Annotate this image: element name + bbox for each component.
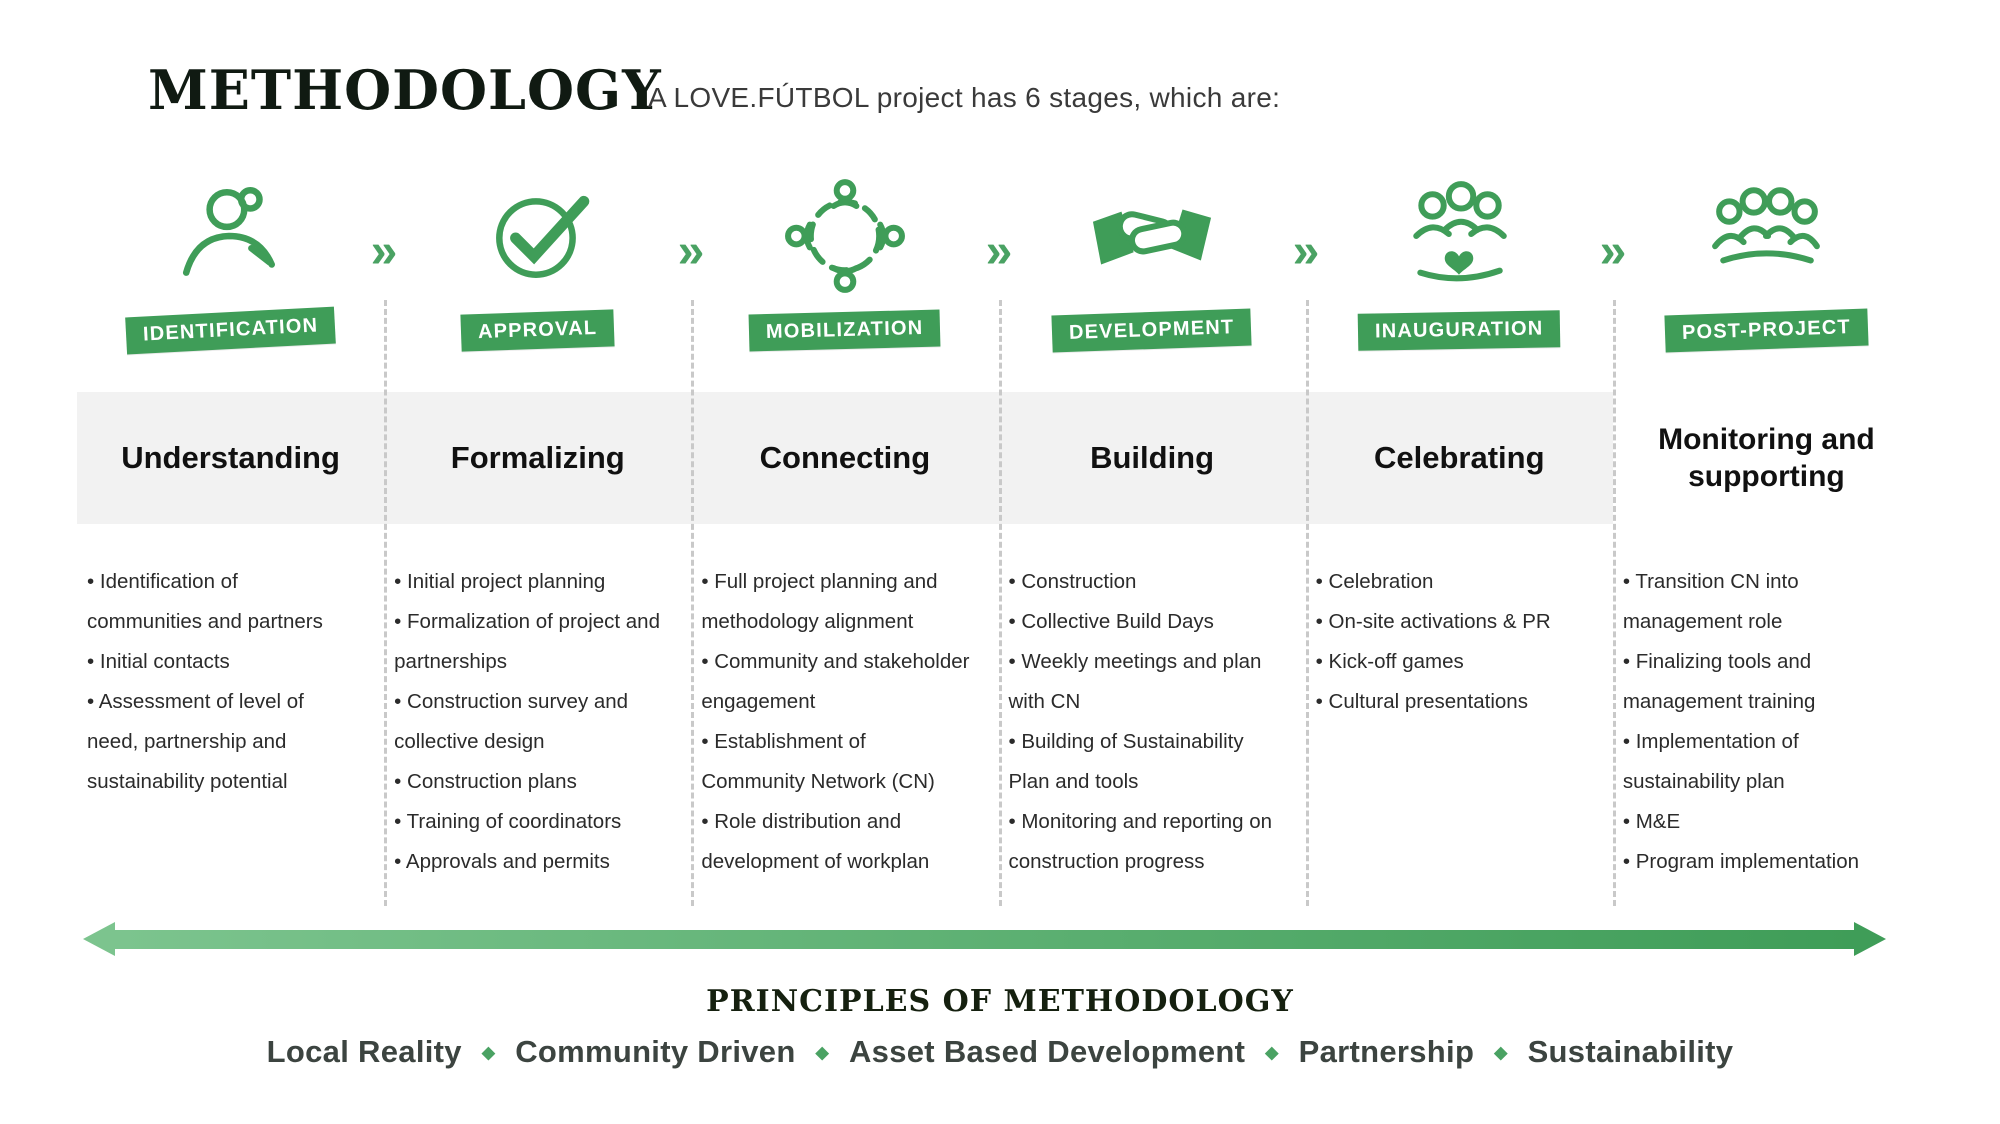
bullet-item: Building of Sustainability Plan and tool… [1008, 722, 1277, 802]
stage-bullets: Construction Collective Build Days Weekl… [998, 524, 1305, 882]
column-divider [999, 300, 1002, 906]
stage-badge-approval: APPROVAL [460, 309, 615, 352]
stage-development: DEVELOPMENT Building Construction Collec… [998, 150, 1306, 882]
stage-bullets: Celebration On-site activations & PR Kic… [1306, 524, 1613, 722]
phase-title-understanding: Understanding [77, 392, 385, 524]
stage-badge-identification: IDENTIFICATION [125, 306, 337, 355]
bullet-item: Program implementation [1623, 842, 1892, 882]
timeline-arrow [83, 922, 1886, 956]
next-stage-chevron-icon: » [1292, 225, 1320, 278]
principle-item: Local Reality [266, 1034, 462, 1069]
principle-item: Community Driven [515, 1034, 796, 1069]
bullet-item: Construction plans [394, 762, 663, 802]
next-stage-chevron-icon: » [985, 225, 1013, 278]
stage-bullets: Transition CN into management role Final… [1613, 524, 1920, 882]
phase-title-celebrating: Celebrating [1305, 392, 1613, 524]
bullet-item: Initial project planning [394, 562, 663, 602]
arrow-bar [115, 929, 1854, 949]
next-stage-chevron-icon: » [370, 225, 398, 278]
bullet-item: Full project planning and methodology al… [701, 562, 970, 642]
column-divider [691, 300, 694, 906]
stage-inauguration: INAUGURATION Celebrating Celebration On-… [1305, 150, 1613, 882]
principle-item: Sustainability [1527, 1034, 1734, 1069]
principle-item: Asset Based Development [848, 1034, 1246, 1069]
column-divider [1613, 300, 1616, 906]
stages-grid: IDENTIFICATION Understanding Identificat… [77, 150, 1920, 882]
handshake-icon [998, 150, 1305, 310]
stage-bullets: Identification of communities and partne… [77, 524, 384, 802]
person-presenting-icon [77, 150, 384, 310]
page-subtitle: A LOVE.FÚTBOL project has 6 stages, whic… [648, 82, 1281, 113]
phase-title-building: Building [998, 392, 1306, 524]
stage-mobilization: MOBILIZATION Connecting Full project pla… [691, 150, 999, 882]
celebration-people-icon [1306, 150, 1613, 310]
arrow-right-head-icon [1854, 922, 1886, 956]
bullet-item: Finalizing tools and management training [1623, 642, 1892, 722]
bullet-item: Kick-off games [1316, 642, 1585, 682]
phase-title-connecting: Connecting [691, 392, 999, 524]
bullet-item: Role distribution and development of wor… [701, 802, 970, 882]
next-stage-chevron-icon: » [1599, 225, 1627, 278]
community-circle-icon [691, 150, 998, 310]
stage-approval: APPROVAL Formalizing Initial project pla… [384, 150, 692, 882]
stage-bullets: Full project planning and methodology al… [691, 524, 998, 882]
team-arm-in-arm-icon [1613, 150, 1920, 310]
principle-separator-icon: ◆ [1494, 1042, 1508, 1062]
bullet-item: Community and stakeholder engagement [701, 642, 970, 722]
column-divider [384, 300, 387, 906]
bullet-item: Initial contacts [87, 642, 356, 682]
phase-title-monitoring-supporting: Monitoring and supporting [1612, 392, 1920, 524]
bullet-item: Weekly meetings and plan with CN [1008, 642, 1277, 722]
bullet-item: Training of coordinators [394, 802, 663, 842]
stage-badge-development: DEVELOPMENT [1051, 308, 1253, 353]
stage-bullets: Initial project planning Formalization o… [384, 524, 691, 882]
stage-identification: IDENTIFICATION Understanding Identificat… [77, 150, 385, 882]
bullet-item: Construction [1008, 562, 1277, 602]
bullet-item: Assessment of level of need, partnership… [87, 682, 356, 802]
bullet-item: Implementation of sustainability plan [1623, 722, 1892, 802]
bullet-item: Construction survey and collective desig… [394, 682, 663, 762]
principle-item: Partnership [1298, 1034, 1475, 1069]
stage-badge-inauguration: INAUGURATION [1357, 310, 1561, 351]
stage-badge-post-project: POST-PROJECT [1664, 308, 1869, 353]
stage-badge-mobilization: MOBILIZATION [748, 309, 942, 352]
bullet-item: Identification of communities and partne… [87, 562, 356, 642]
bullet-item: Formalization of project and partnership… [394, 602, 663, 682]
bullet-item: Approvals and permits [394, 842, 663, 882]
bullet-item: Cultural presentations [1316, 682, 1585, 722]
bullet-item: Establishment of Community Network (CN) [701, 722, 970, 802]
bullet-item: Transition CN into management role [1623, 562, 1892, 642]
bullet-item: Monitoring and reporting on construction… [1008, 802, 1277, 882]
bullet-item: On-site activations & PR [1316, 602, 1585, 642]
principle-separator-icon: ◆ [1265, 1042, 1279, 1062]
principles-title: PRINCIPLES OF METHODOLOGY [706, 984, 1294, 1019]
bullet-item: Collective Build Days [1008, 602, 1277, 642]
next-stage-chevron-icon: » [677, 225, 705, 278]
phase-title-formalizing: Formalizing [384, 392, 692, 524]
column-divider [1306, 300, 1309, 906]
stage-post-project: POST-PROJECT Monitoring and supporting T… [1612, 150, 1920, 882]
arrow-left-head-icon [83, 922, 115, 956]
bullet-item: M&E [1623, 802, 1892, 842]
principle-separator-icon: ◆ [481, 1042, 496, 1062]
principle-separator-icon: ◆ [815, 1042, 829, 1062]
checkmark-icon [384, 150, 691, 310]
principles-row: Local Reality ◆ Community Driven ◆ Asset… [0, 1034, 2000, 1070]
page-title: METHODOLOGY [148, 58, 662, 122]
bullet-item: Celebration [1316, 562, 1585, 602]
